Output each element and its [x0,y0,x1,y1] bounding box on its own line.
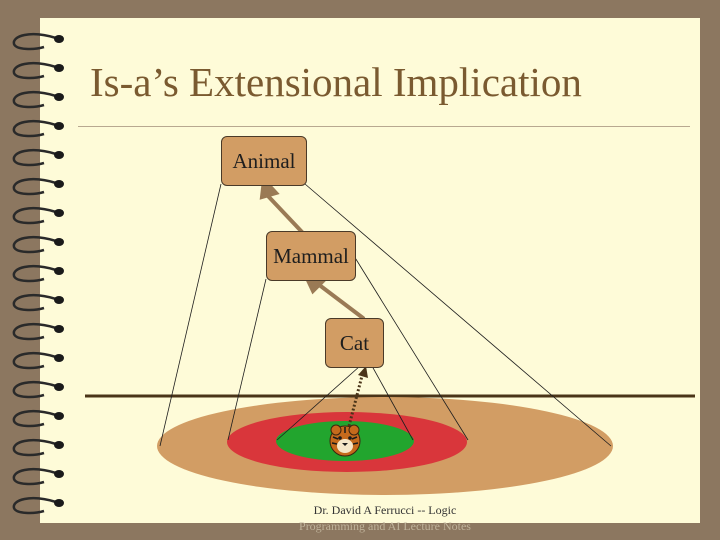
binding-ring [12,294,57,312]
projection-lines [159,183,612,447]
binding-ring [12,352,57,370]
tiger-icon [329,424,361,457]
binding-ring [12,265,57,283]
binding-ring [12,468,57,486]
binding-hole [54,267,64,275]
binding-ring [12,497,57,515]
binding-hole [54,209,64,217]
binding-ring [12,381,57,399]
cat-node: Cat [325,318,384,368]
slide-footer: Dr. David A Ferrucci -- Logic Programmin… [280,502,490,534]
binding-ring [12,410,57,428]
binding-ring [12,236,57,254]
binding-hole [54,35,64,43]
title-divider [78,126,690,127]
binding-hole [54,122,64,130]
binding-hole [54,325,64,333]
mammal-node: Mammal [266,231,356,281]
binding-hole [54,296,64,304]
binding-hole [54,151,64,159]
binding-hole [54,470,64,478]
binding-ring [12,33,57,51]
binding-hole [54,441,64,449]
binding-ring [12,207,57,225]
binding-hole [54,412,64,420]
binding-hole [54,354,64,362]
binding-hole [54,64,64,72]
footer-line-2: Programming and AI Lecture Notes [299,519,471,533]
binding-ring [12,91,57,109]
instance-arrow [347,371,365,427]
slide-title: Is-a’s Extensional Implication [90,59,582,105]
animal-node: Animal [221,136,307,186]
spiral-binding [12,33,64,515]
binding-hole [54,238,64,246]
binding-hole [54,499,64,507]
binding-ring [12,323,57,341]
binding-hole [54,383,64,391]
binding-hole [54,93,64,101]
binding-ring [12,149,57,167]
binding-ring [12,120,57,138]
binding-hole [54,180,64,188]
binding-ring [12,439,57,457]
footer-line-1: Dr. David A Ferrucci -- Logic [313,503,457,517]
binding-ring [12,62,57,80]
binding-ring [12,178,57,196]
